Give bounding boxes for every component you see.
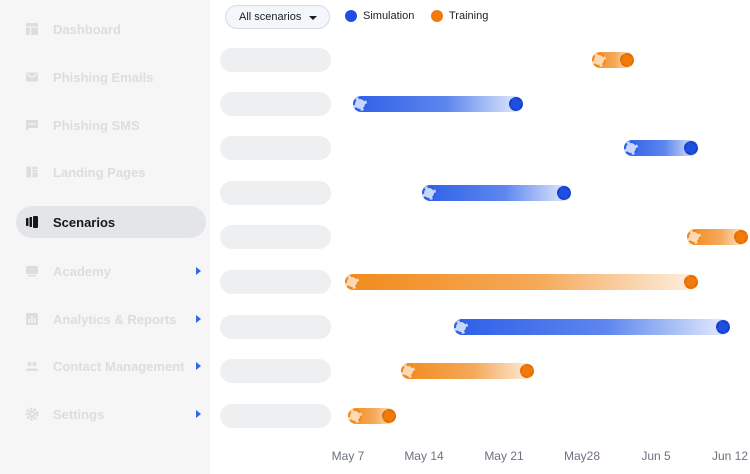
dashboard-icon bbox=[25, 22, 39, 36]
bar-end-handle[interactable] bbox=[381, 409, 396, 423]
sidebar-item-scenarios[interactable]: Scenarios bbox=[16, 206, 206, 238]
x-axis-tick: May28 bbox=[563, 449, 601, 463]
row-label[interactable] bbox=[220, 404, 331, 428]
legend-dot-simulation bbox=[345, 10, 357, 22]
sidebar-item-label: Phishing SMS bbox=[53, 117, 140, 133]
sms-icon bbox=[25, 118, 39, 132]
sidebar-item-settings[interactable]: Settings bbox=[16, 398, 206, 430]
legend-dot-training bbox=[431, 10, 443, 22]
bar-start-handle[interactable] bbox=[401, 364, 415, 378]
scenario-filter-label: All scenarios bbox=[239, 11, 302, 23]
timeline-bar-simulation[interactable] bbox=[454, 319, 730, 335]
timeline-bar-training[interactable] bbox=[687, 229, 748, 245]
bar-end-handle[interactable] bbox=[519, 364, 534, 378]
bar-end-handle[interactable] bbox=[715, 320, 730, 334]
timeline-bar-simulation[interactable] bbox=[422, 185, 571, 201]
chevron-right-icon bbox=[196, 315, 201, 323]
row-label[interactable] bbox=[220, 270, 331, 294]
sidebar-item-phishing-sms[interactable]: Phishing SMS bbox=[16, 109, 206, 141]
legend-label-training: Training bbox=[449, 10, 489, 22]
sidebar-item-landing-pages[interactable]: Landing Pages bbox=[16, 156, 206, 188]
x-axis-tick: May 14 bbox=[404, 449, 444, 463]
bar-end-handle[interactable] bbox=[683, 141, 698, 155]
timeline-bar-training[interactable] bbox=[344, 274, 698, 290]
sidebar-item-contact-management[interactable]: Contact Management bbox=[16, 350, 206, 382]
bar-start-handle[interactable] bbox=[454, 320, 468, 334]
sidebar-item-analytics-reports[interactable]: Analytics & Reports bbox=[16, 303, 206, 335]
legend-simulation: Simulation bbox=[345, 10, 414, 22]
bar-end-handle[interactable] bbox=[734, 230, 748, 244]
sidebar-item-label: Settings bbox=[53, 406, 105, 422]
landing-pages-icon bbox=[25, 165, 39, 179]
chevron-right-icon bbox=[196, 267, 201, 275]
academy-icon bbox=[25, 264, 39, 278]
row-label[interactable] bbox=[220, 181, 331, 205]
gear-icon bbox=[25, 407, 39, 421]
mail-icon bbox=[25, 70, 39, 84]
bar-start-handle[interactable] bbox=[422, 186, 437, 200]
sidebar-item-dashboard[interactable]: Dashboard bbox=[16, 13, 206, 45]
bar-end-handle[interactable] bbox=[556, 186, 571, 200]
x-axis-tick: Jun 5 bbox=[641, 449, 671, 463]
row-label[interactable] bbox=[220, 315, 331, 339]
scenario-filter-dropdown[interactable]: All scenarios bbox=[225, 5, 330, 29]
x-axis-tick: May 7 bbox=[331, 449, 365, 463]
sidebar-item-label: Phishing Emails bbox=[53, 69, 154, 85]
row-label[interactable] bbox=[220, 48, 331, 72]
bar-start-handle[interactable] bbox=[353, 97, 368, 111]
sidebar-item-label: Scenarios bbox=[53, 214, 116, 230]
bar-start-handle[interactable] bbox=[344, 275, 359, 289]
sidebar-item-academy[interactable]: Academy bbox=[16, 255, 206, 287]
row-label[interactable] bbox=[220, 92, 331, 116]
bar-start-handle[interactable] bbox=[348, 409, 362, 423]
bar-end-handle[interactable] bbox=[683, 275, 698, 289]
bar-start-handle[interactable] bbox=[591, 53, 606, 67]
legend-training: Training bbox=[431, 10, 488, 22]
bar-start-handle[interactable] bbox=[687, 230, 702, 244]
bar-start-handle[interactable] bbox=[623, 141, 638, 155]
legend-label-simulation: Simulation bbox=[363, 10, 415, 22]
chevron-down-icon bbox=[309, 16, 317, 20]
sidebar-item-label: Contact Management bbox=[53, 358, 185, 374]
contacts-icon bbox=[25, 359, 39, 373]
row-label[interactable] bbox=[220, 225, 331, 249]
sidebar-item-phishing-emails[interactable]: Phishing Emails bbox=[16, 61, 206, 93]
timeline-bar-training[interactable] bbox=[401, 363, 534, 379]
scenarios-icon bbox=[25, 215, 39, 229]
x-axis-tick: May 21 bbox=[484, 449, 524, 463]
sidebar-item-label: Dashboard bbox=[53, 21, 121, 37]
x-axis-tick: Jun 12 bbox=[711, 449, 749, 463]
chevron-right-icon bbox=[196, 362, 201, 370]
row-label[interactable] bbox=[220, 136, 331, 160]
timeline-bar-simulation[interactable] bbox=[353, 96, 523, 112]
chevron-right-icon bbox=[196, 410, 201, 418]
analytics-icon bbox=[25, 312, 39, 326]
row-label[interactable] bbox=[220, 359, 331, 383]
bar-end-handle[interactable] bbox=[508, 97, 523, 111]
bar-end-handle[interactable] bbox=[620, 53, 635, 67]
timeline-bar-simulation[interactable] bbox=[623, 140, 698, 156]
sidebar-item-label: Analytics & Reports bbox=[53, 311, 177, 327]
sidebar-item-label: Landing Pages bbox=[53, 164, 146, 180]
sidebar-item-label: Academy bbox=[53, 263, 111, 279]
